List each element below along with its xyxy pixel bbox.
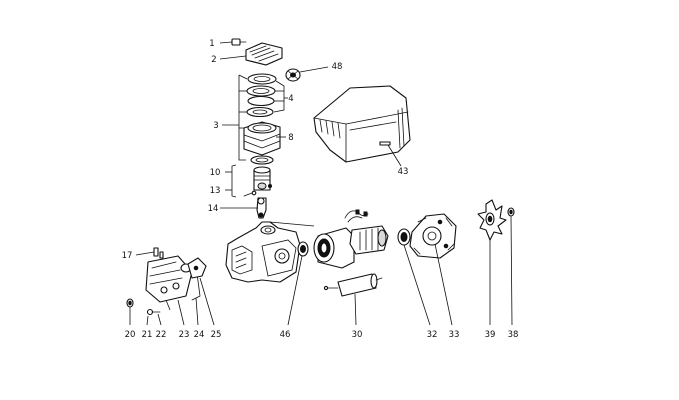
callout-20: 20 [125, 330, 136, 340]
callout-39: 39 [485, 330, 496, 340]
part-38-nut [507, 207, 515, 326]
part-46-bearing [287, 241, 309, 326]
part-17-screws [135, 247, 164, 259]
callout-10: 10 [210, 168, 221, 178]
part-piston-pin [243, 190, 257, 197]
motor-stator [313, 227, 355, 269]
part-21-22-screw [146, 299, 171, 326]
part-43-shroud [313, 85, 411, 167]
callout-46: 46 [280, 330, 291, 340]
callout-labels: 1 2 48 4 3 8 43 10 13 14 17 20 21 22 23 … [122, 39, 519, 340]
callout-17: 17 [122, 251, 133, 261]
callout-22: 22 [156, 330, 167, 340]
part-20-washer [126, 298, 134, 325]
callout-23: 23 [179, 330, 190, 340]
callout-13: 13 [210, 186, 221, 196]
part-48-filter [285, 66, 329, 82]
part-23-head-assembly [145, 255, 193, 326]
callout-4: 4 [288, 94, 293, 104]
leaders-top [219, 41, 286, 138]
crankcase [225, 221, 315, 283]
part-39-fan [477, 199, 507, 325]
callout-30: 30 [352, 330, 363, 340]
part-4-valve-plate-stack [246, 73, 277, 118]
callout-2: 2 [211, 55, 216, 65]
callout-43: 43 [398, 167, 409, 177]
callout-1: 1 [209, 39, 214, 49]
motor-rotor [344, 209, 389, 255]
part-33-end-bell [409, 213, 457, 326]
cylinder-gasket [250, 155, 274, 165]
part-25-plate [187, 257, 215, 326]
part-8-cylinder [243, 121, 281, 156]
part-2-head-cover [245, 42, 283, 66]
callout-32: 32 [427, 330, 438, 340]
bracket-4 [273, 80, 288, 113]
part-14-connecting-rod [256, 197, 267, 219]
part-1-bolt [231, 38, 247, 46]
bracket-3 [222, 74, 248, 161]
part-13-piston [253, 166, 272, 191]
callout-3: 3 [213, 121, 218, 131]
callout-24: 24 [194, 330, 205, 340]
callout-14: 14 [208, 204, 219, 214]
callout-21: 21 [142, 330, 153, 340]
callout-38: 38 [508, 330, 519, 340]
bracket-10-13 [220, 164, 258, 209]
callout-25: 25 [211, 330, 222, 340]
callout-48: 48 [332, 62, 343, 72]
callout-33: 33 [449, 330, 460, 340]
part-30-capacitor [323, 273, 383, 326]
part-32-ring [397, 228, 431, 326]
callout-8: 8 [288, 133, 293, 143]
